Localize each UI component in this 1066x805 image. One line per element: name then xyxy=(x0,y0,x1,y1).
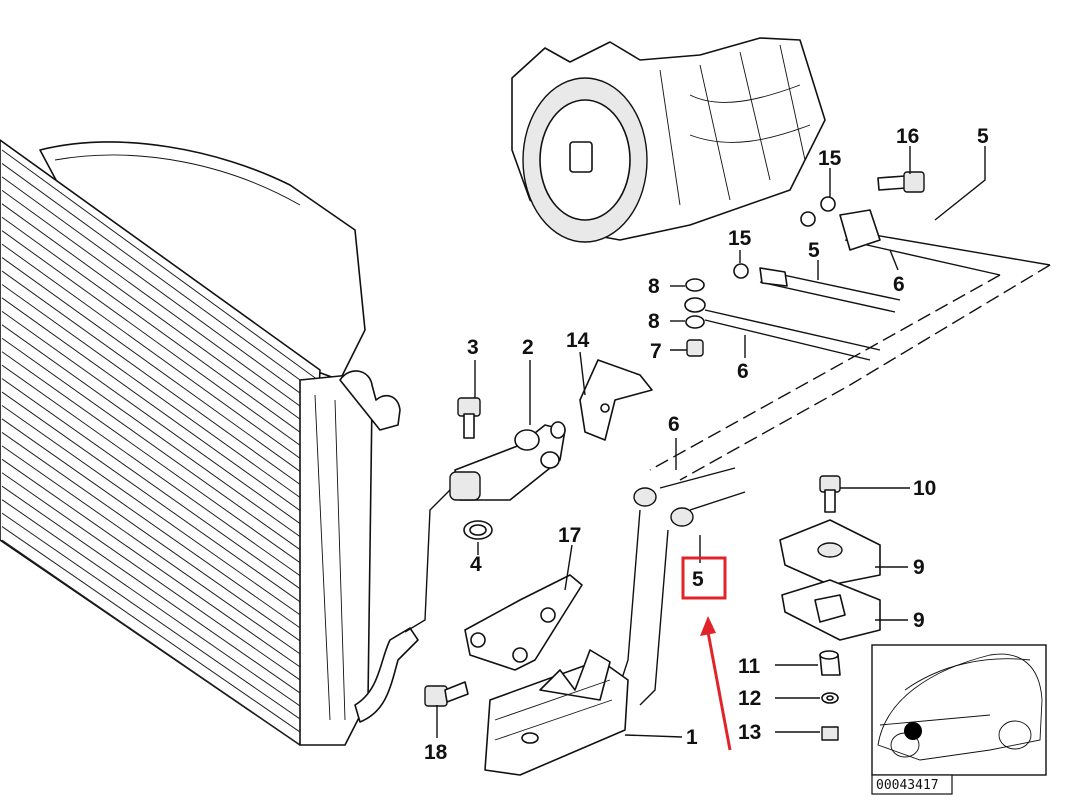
radiator-fin xyxy=(1,257,314,482)
radiator-fin xyxy=(1,216,316,444)
callout-7: 7 xyxy=(650,340,662,363)
radiator-fin xyxy=(1,230,315,456)
radiator-fin xyxy=(1,418,306,633)
callout-8-lower: 8 xyxy=(648,310,660,333)
callout-6-mid: 6 xyxy=(737,360,749,383)
radiator-fin xyxy=(1,337,310,557)
callout-18: 18 xyxy=(424,741,448,764)
holders-9 xyxy=(779,519,881,641)
reference-label: 00043417 xyxy=(871,774,953,795)
callout-9-upper: 9 xyxy=(913,556,925,579)
location-marker xyxy=(904,722,922,740)
callout-6-upper: 6 xyxy=(893,273,905,296)
radiator-fin xyxy=(1,324,311,545)
radiator-fin xyxy=(1,364,309,582)
radiator xyxy=(0,139,419,746)
reference-number: 00043417 xyxy=(876,778,939,793)
radiator-fin xyxy=(1,539,301,746)
washers-8-7 xyxy=(684,278,706,357)
highlight-box xyxy=(681,556,727,600)
callout-5-mid: 5 xyxy=(808,239,820,262)
radiator-fin xyxy=(1,445,305,658)
radiator-fin xyxy=(1,351,309,570)
radiator-fin xyxy=(1,472,304,683)
radiator-fin xyxy=(1,512,302,721)
oil-lines xyxy=(404,229,1051,706)
callouts: 3 2 14 4 17 18 1 6 5 8 8 7 6 15 5 15 6 1… xyxy=(424,125,989,764)
thermostat-assembly xyxy=(449,421,566,501)
callout-3: 3 xyxy=(467,336,479,359)
radiator-fin xyxy=(1,526,301,733)
bracket-14 xyxy=(579,359,653,441)
callout-15-left: 15 xyxy=(728,227,752,250)
callout-1: 1 xyxy=(686,726,698,749)
hardware-11-13 xyxy=(819,650,841,741)
bracket-17 xyxy=(464,574,583,671)
radiator-fin xyxy=(1,310,311,532)
radiator-fin xyxy=(1,176,318,406)
callout-8-upper: 8 xyxy=(648,275,660,298)
radiator-fin xyxy=(1,391,308,607)
callout-12: 12 xyxy=(738,687,761,710)
radiator-fin xyxy=(1,378,308,595)
callout-2: 2 xyxy=(522,336,534,359)
callout-17: 17 xyxy=(558,524,581,547)
radiator-fin xyxy=(1,297,312,519)
leader-lines xyxy=(436,146,986,738)
callout-16: 16 xyxy=(896,125,919,148)
callout-15-right: 15 xyxy=(818,147,842,170)
callout-5-highlighted: 5 xyxy=(692,568,704,591)
radiator-fin xyxy=(1,458,305,670)
seals-15 xyxy=(733,196,836,287)
callout-6-lower: 6 xyxy=(668,413,680,436)
radiator-fin xyxy=(1,149,319,381)
transmission xyxy=(511,37,826,243)
connectors-lower xyxy=(633,487,694,527)
radiator-fin xyxy=(1,163,318,393)
radiator-fin xyxy=(1,270,313,494)
radiator-fin xyxy=(1,485,303,696)
seal-ring-4 xyxy=(463,520,493,540)
oil-cooler xyxy=(484,649,629,776)
bolt-3 xyxy=(457,397,481,439)
callout-11: 11 xyxy=(738,655,761,678)
bolt-16 xyxy=(839,171,925,251)
callout-13: 13 xyxy=(738,721,761,744)
callout-14: 14 xyxy=(566,329,590,352)
callout-9-lower: 9 xyxy=(913,609,925,632)
radiator-fin xyxy=(1,432,306,645)
radiator-fin xyxy=(1,243,314,469)
radiator-fin xyxy=(1,405,307,620)
callout-4: 4 xyxy=(470,553,482,576)
callout-10: 10 xyxy=(913,477,936,500)
bolt-18 xyxy=(424,681,469,707)
radiator-fin xyxy=(1,203,316,431)
radiator-fin xyxy=(1,499,303,708)
pointer-arrow xyxy=(700,616,732,751)
radiator-fin xyxy=(1,189,317,419)
bolt-10 xyxy=(819,475,841,513)
callout-5-top: 5 xyxy=(977,125,989,148)
vehicle-locator-inset xyxy=(871,644,1047,776)
radiator-fin xyxy=(1,284,313,507)
